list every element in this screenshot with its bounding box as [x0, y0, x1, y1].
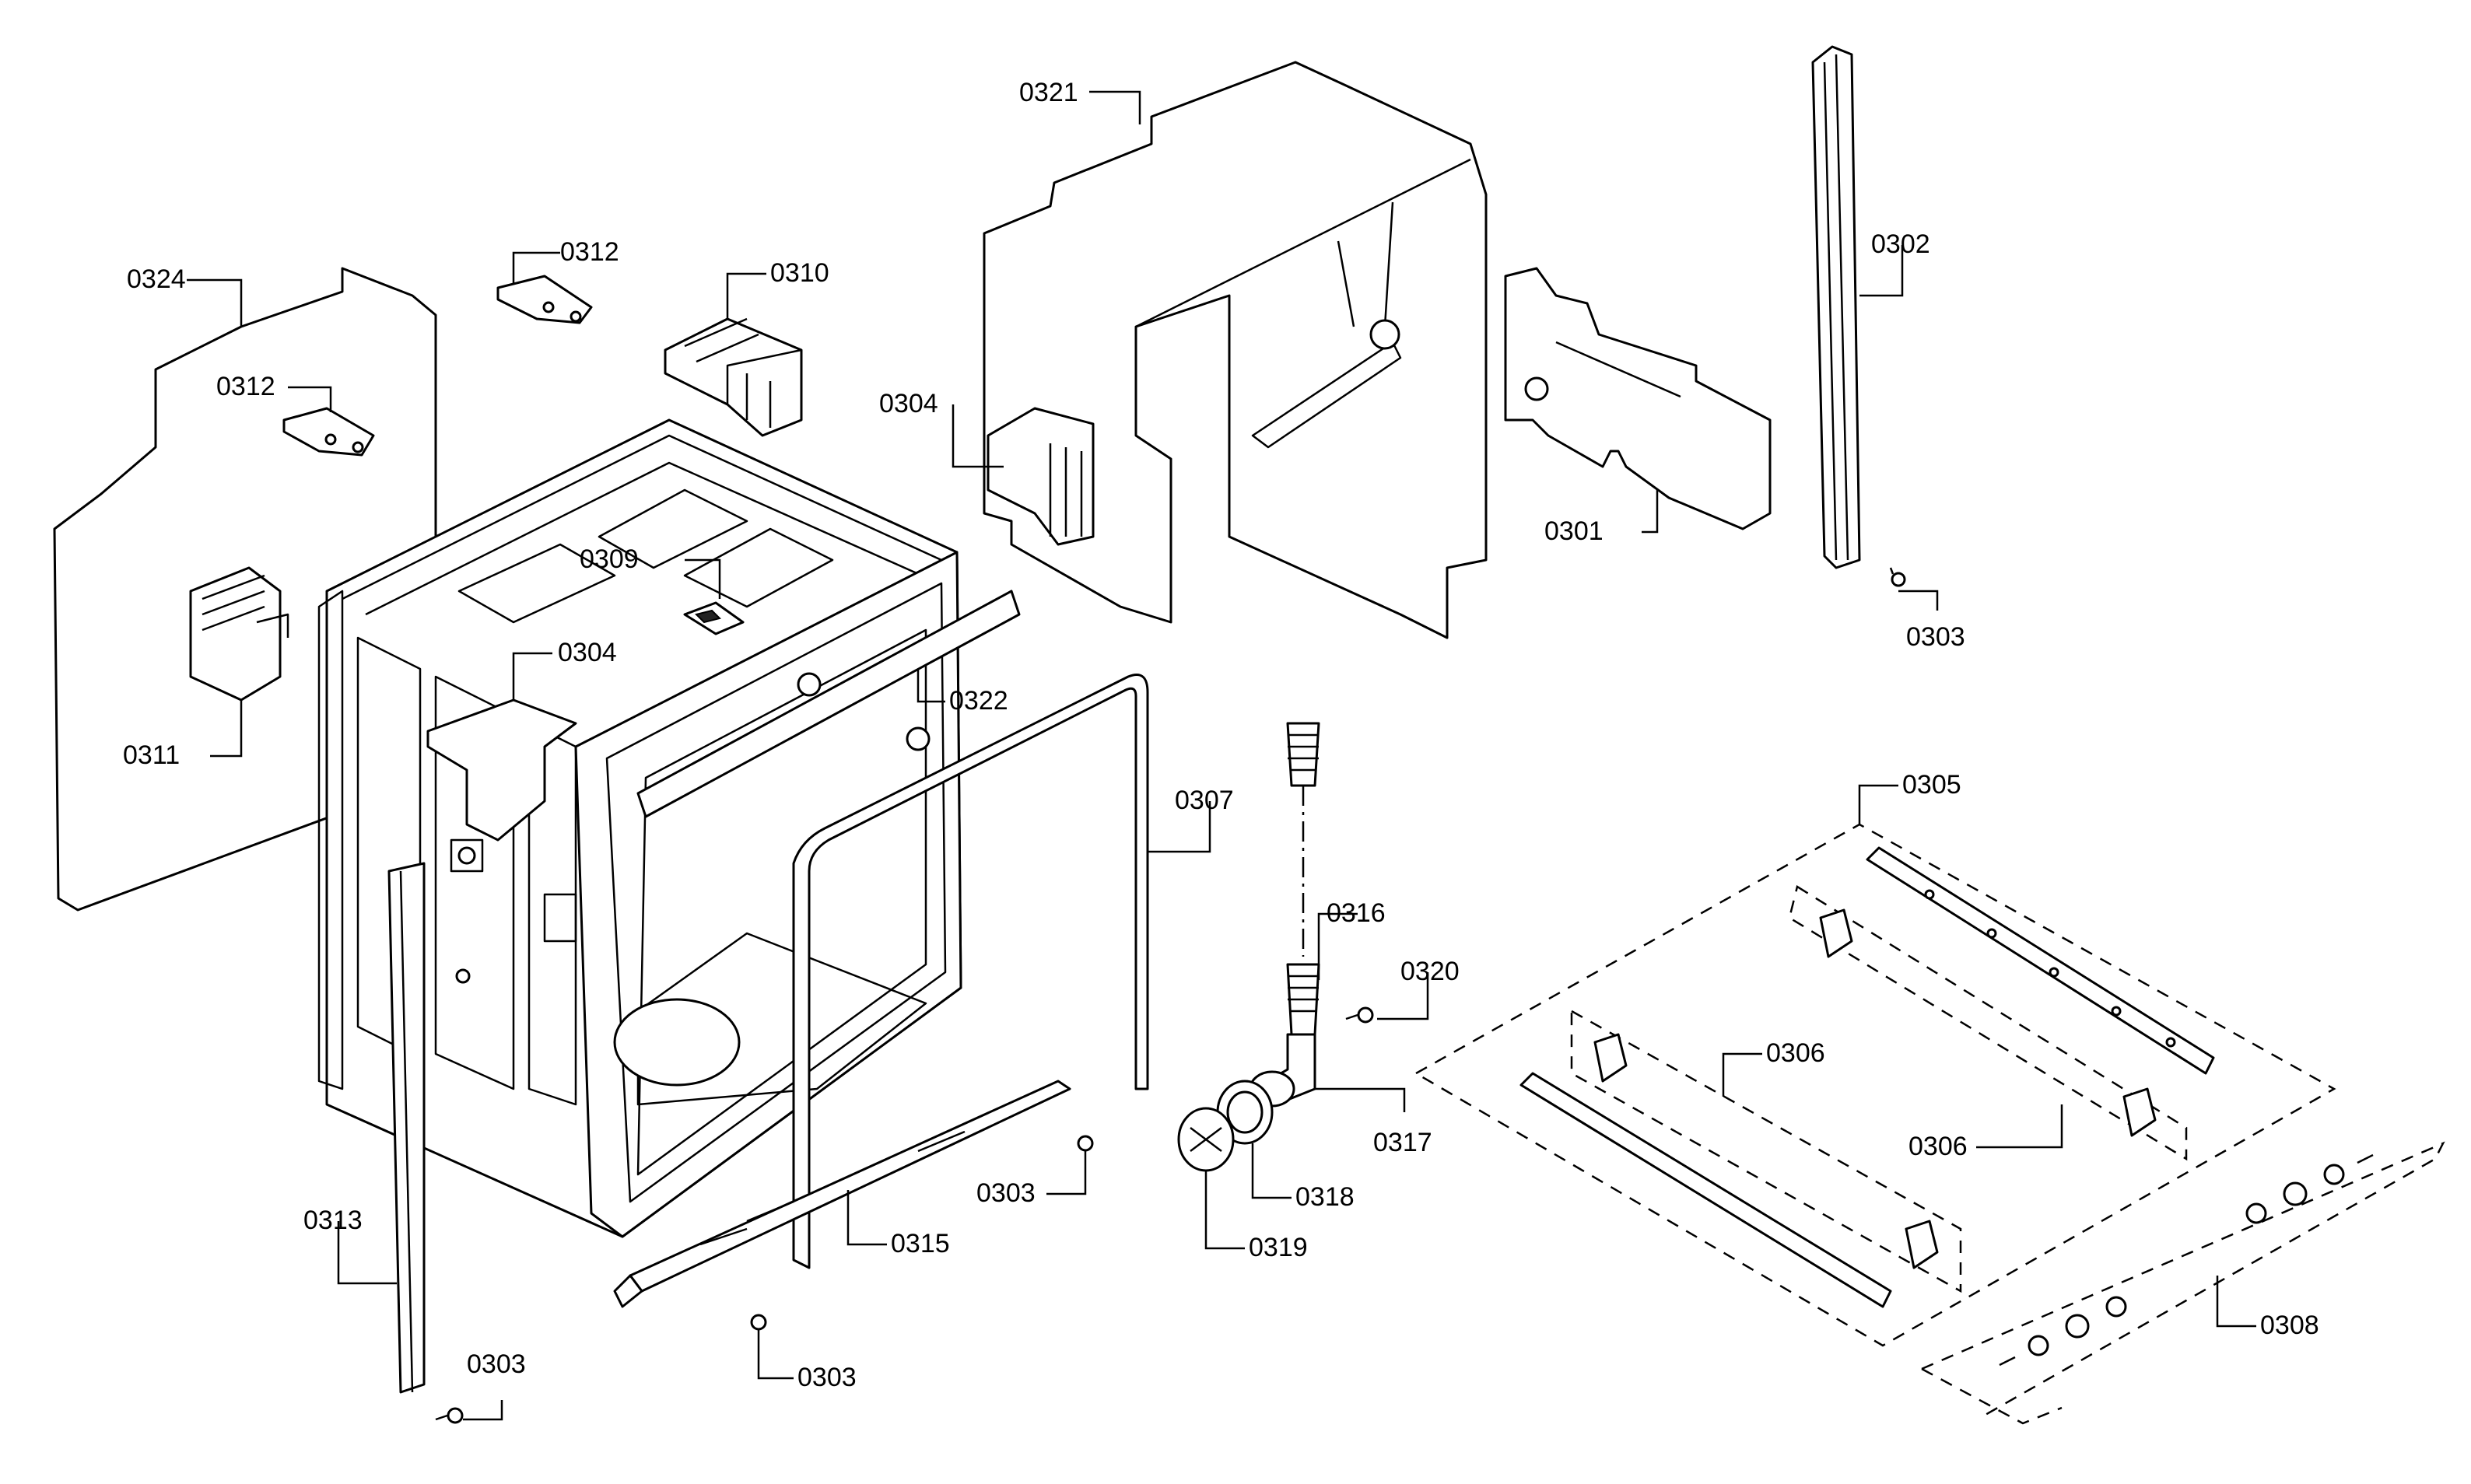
- part-0321-top-cover: [983, 61, 1488, 639]
- callout-0304-upper: 0304: [879, 389, 938, 418]
- part-0310-bracket: [664, 317, 803, 437]
- callout-0308: 0308: [2260, 1311, 2319, 1340]
- callout-0312-upper: 0312: [560, 237, 619, 267]
- part-0302-vertical-rail: [1811, 45, 1861, 569]
- callout-0322: 0322: [949, 686, 1008, 716]
- callout-0318: 0318: [1295, 1182, 1355, 1212]
- callout-0310: 0310: [770, 258, 829, 288]
- callout-0306-upper: 0306: [1766, 1038, 1825, 1068]
- part-0312-clip-upper: [496, 275, 593, 324]
- callout-0324: 0324: [127, 264, 186, 294]
- leader-lines: [187, 90, 2256, 1421]
- part-0308-foot-kit: [1921, 1141, 2445, 1425]
- part-0307-door-gasket: [792, 674, 1149, 1269]
- part-0320-screw: [1345, 1006, 1374, 1024]
- callout-labels: 0321 0302 0324 0312 0310 0312 0304 0301 …: [123, 78, 2319, 1392]
- callout-0317: 0317: [1373, 1128, 1432, 1157]
- part-0306-bracket-group: [1570, 885, 2188, 1293]
- part-0311-bracket: [189, 566, 289, 702]
- part-0312-clip-lower: [282, 407, 375, 457]
- part-0303-screw-d: [435, 1407, 464, 1424]
- callout-0321: 0321: [1019, 78, 1078, 107]
- callout-0304-lower: 0304: [558, 638, 617, 667]
- part-0305-rail-kit: [1414, 823, 2336, 1347]
- callout-0305: 0305: [1902, 770, 1961, 800]
- part-0315-base-plate: [613, 1080, 1071, 1308]
- callout-0302: 0302: [1871, 229, 1930, 259]
- callout-0316: 0316: [1327, 898, 1386, 928]
- part-0303-screw-b: [1077, 1135, 1094, 1167]
- callout-0313: 0313: [303, 1206, 363, 1235]
- part-0303-screw-c: [750, 1314, 767, 1346]
- callout-0306-lower: 0306: [1908, 1132, 1968, 1161]
- callout-0309: 0309: [580, 544, 639, 574]
- callout-0303-bottom: 0303: [797, 1363, 857, 1392]
- part-0304-upper-bracket: [987, 407, 1095, 546]
- callout-0319: 0319: [1249, 1233, 1308, 1262]
- callout-0303-right: 0303: [1906, 622, 1965, 652]
- callout-0303-left: 0303: [467, 1349, 526, 1379]
- callout-0312-lower: 0312: [216, 372, 275, 401]
- part-0301-panel: [1504, 267, 1772, 530]
- callout-0307: 0307: [1175, 786, 1234, 815]
- callout-0303-middle: 0303: [976, 1178, 1036, 1208]
- part-0316-hose: [1286, 722, 1320, 1036]
- part-0313-side-strip: [387, 862, 426, 1394]
- part-0303-screw-a: [1889, 567, 1906, 587]
- part-0319-cap: [1177, 1107, 1235, 1172]
- callout-0315: 0315: [891, 1229, 950, 1258]
- callout-0320: 0320: [1400, 957, 1460, 986]
- callout-0311: 0311: [123, 740, 180, 770]
- callout-0301: 0301: [1544, 516, 1604, 546]
